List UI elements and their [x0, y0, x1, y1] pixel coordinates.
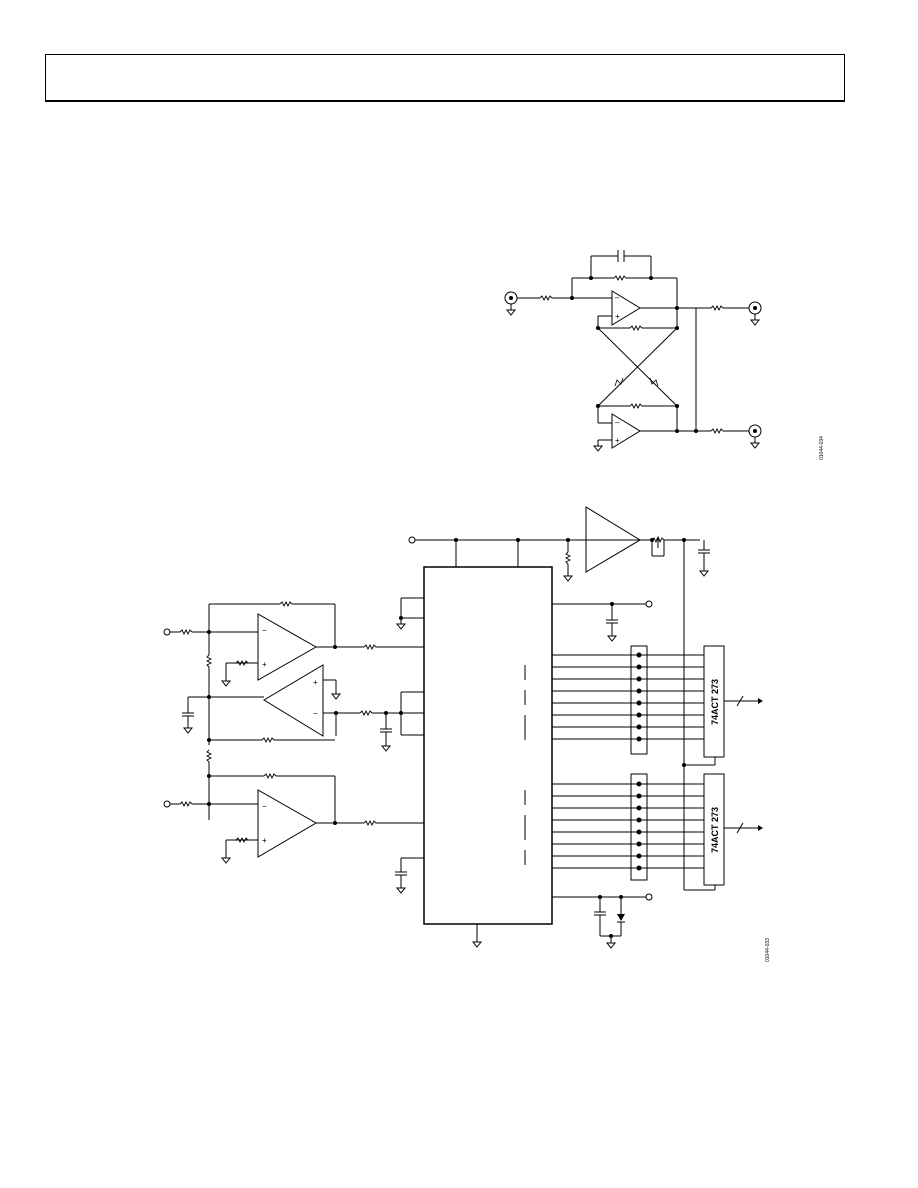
bottom-figure: − + + − [163, 506, 771, 962]
svg-text:+: + [262, 836, 267, 845]
input-connector-icon [504, 291, 518, 305]
top-opamp-2: – + [611, 413, 641, 449]
opamp-a: − + [257, 613, 318, 681]
top-figure: – + [504, 250, 825, 460]
opamp-b: − + [257, 789, 317, 858]
svg-text:+: + [262, 660, 267, 669]
main-ic-block [423, 566, 553, 925]
out-terminal-icon [645, 893, 653, 901]
supply-terminal-icon [408, 536, 416, 544]
output-connector-2-icon [748, 424, 762, 438]
data-bus-upper [552, 645, 704, 755]
opamp-mid: + − [263, 664, 324, 737]
diode-icon [617, 914, 625, 921]
svg-text:−: − [262, 802, 267, 811]
svg-text:−: − [262, 626, 267, 635]
svg-text:+: + [615, 312, 620, 321]
page-header-box [45, 54, 845, 102]
svg-text:–: – [615, 418, 620, 427]
ref-terminal-icon [645, 600, 653, 608]
svg-text:74ACT 273: 74ACT 273 [710, 807, 720, 853]
svg-text:74ACT 273: 74ACT 273 [710, 679, 720, 725]
svg-text:–: – [615, 293, 620, 302]
top-opamp-1: – + [611, 290, 641, 326]
latch-1: 74ACT 273 [703, 645, 763, 758]
input-a-terminal-icon [163, 628, 171, 636]
svg-text:+: + [313, 678, 318, 687]
data-bus-lower [552, 773, 704, 881]
svg-text:−: − [313, 709, 318, 718]
reference-buffer-amp [585, 506, 641, 573]
figure-id-bottom: 01044-033 [765, 938, 771, 962]
svg-text:+: + [615, 436, 620, 445]
figure-id-top: 01044-034 [819, 436, 825, 460]
output-connector-1-icon [748, 301, 762, 315]
input-b-terminal-icon [163, 800, 171, 808]
latch-2: 74ACT 273 [703, 773, 763, 886]
